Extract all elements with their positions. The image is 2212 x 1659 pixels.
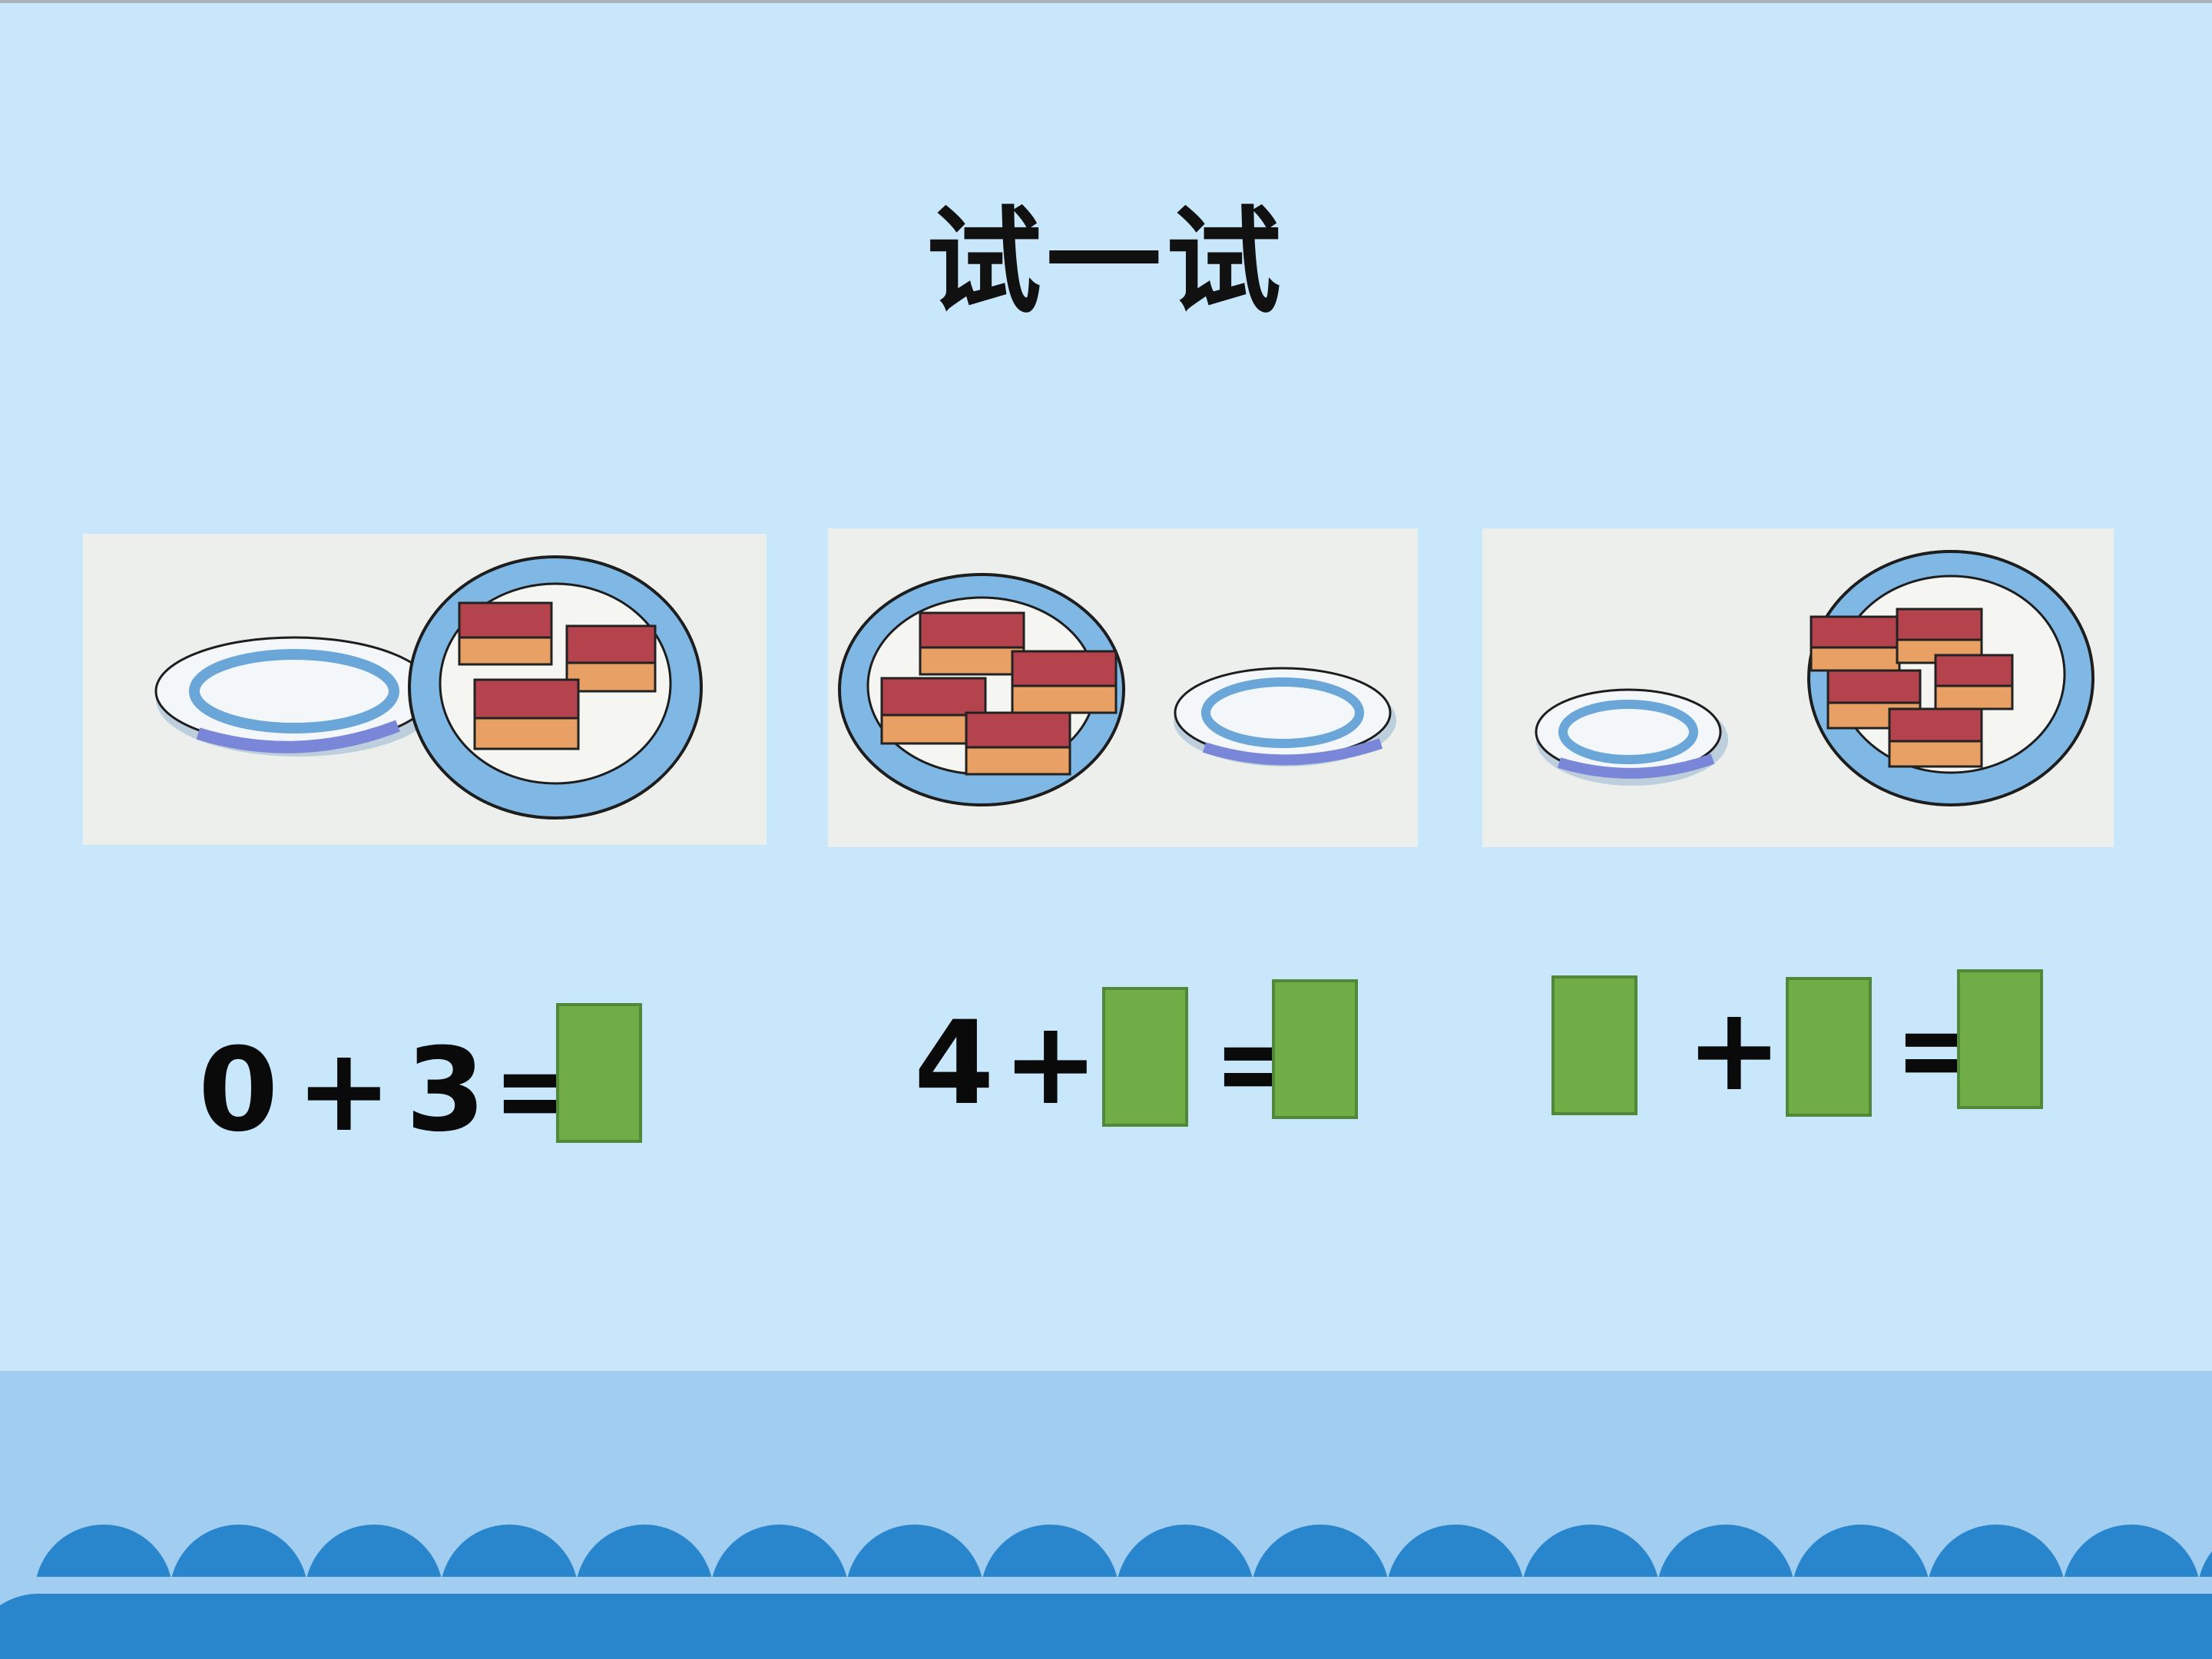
page-title: 试一试 bbox=[926, 194, 1286, 329]
equation-1-term-b: 3 bbox=[406, 1024, 486, 1157]
plates-illustration-2 bbox=[838, 573, 1396, 806]
wave-scallop bbox=[0, 1594, 108, 1659]
answer-box-sum[interactable] bbox=[1957, 969, 2043, 1109]
answer-box-addend-a[interactable] bbox=[1551, 975, 1637, 1115]
wave-scallop bbox=[1051, 1594, 1189, 1659]
wave-scallop bbox=[510, 1594, 648, 1659]
wave-scallop bbox=[1727, 1594, 1865, 1659]
empty-plate bbox=[1174, 667, 1396, 767]
cake bbox=[1810, 615, 1901, 672]
cake bbox=[458, 601, 553, 666]
wave-scallop bbox=[645, 1594, 783, 1659]
cake bbox=[1896, 608, 1983, 664]
wave-scallop bbox=[780, 1594, 919, 1659]
cake bbox=[965, 711, 1071, 776]
answer-box-sum[interactable] bbox=[1272, 979, 1358, 1119]
wave-scallop bbox=[916, 1594, 1054, 1659]
empty-plate bbox=[154, 636, 440, 757]
cake bbox=[473, 678, 580, 750]
equation-1-term-a: 0 bbox=[198, 1024, 279, 1157]
cake bbox=[1888, 707, 1983, 768]
top-border bbox=[0, 0, 2212, 3]
equation-3-plus: + bbox=[1686, 983, 1783, 1117]
equation-1-plus: + bbox=[296, 1024, 392, 1157]
answer-box-sum[interactable] bbox=[556, 1003, 642, 1143]
wave-scallop bbox=[375, 1594, 513, 1659]
wave-scallop bbox=[1997, 1594, 2135, 1659]
wave-scallop bbox=[1591, 1594, 1730, 1659]
wave-scallop bbox=[1321, 1594, 1459, 1659]
wave-pattern bbox=[0, 1525, 2212, 1659]
cake bbox=[919, 611, 1025, 676]
answer-box-addend-b[interactable] bbox=[1786, 977, 1872, 1117]
plates-illustration-3 bbox=[1535, 550, 2094, 806]
footer-wave-decoration bbox=[0, 1371, 2212, 1659]
illustration-panel-2 bbox=[828, 528, 1418, 847]
empty-plate bbox=[1535, 688, 1728, 786]
plates-illustration-1 bbox=[154, 555, 703, 820]
cake bbox=[565, 624, 657, 693]
cake bbox=[1011, 650, 1118, 714]
wave-scallop bbox=[1186, 1594, 1324, 1659]
wave-scallop bbox=[240, 1594, 378, 1659]
wave-band bbox=[0, 1577, 2212, 1594]
answer-box-addend[interactable] bbox=[1102, 987, 1188, 1127]
wave-scallop bbox=[2132, 1594, 2212, 1659]
plate-with-cakes bbox=[408, 555, 703, 820]
illustration-panel-1 bbox=[83, 534, 767, 845]
equation-2-plus: + bbox=[1002, 997, 1099, 1131]
cake bbox=[880, 677, 987, 745]
illustration-panel-3 bbox=[1482, 528, 2114, 847]
wave-scallop bbox=[1456, 1594, 1594, 1659]
equation-2-term-a: 4 bbox=[914, 997, 995, 1131]
wave-scallop bbox=[104, 1594, 243, 1659]
cake bbox=[1934, 654, 2014, 710]
wave-scallop bbox=[1862, 1594, 2000, 1659]
plate-with-cakes bbox=[838, 573, 1125, 806]
plate-with-cakes bbox=[1807, 550, 2094, 806]
